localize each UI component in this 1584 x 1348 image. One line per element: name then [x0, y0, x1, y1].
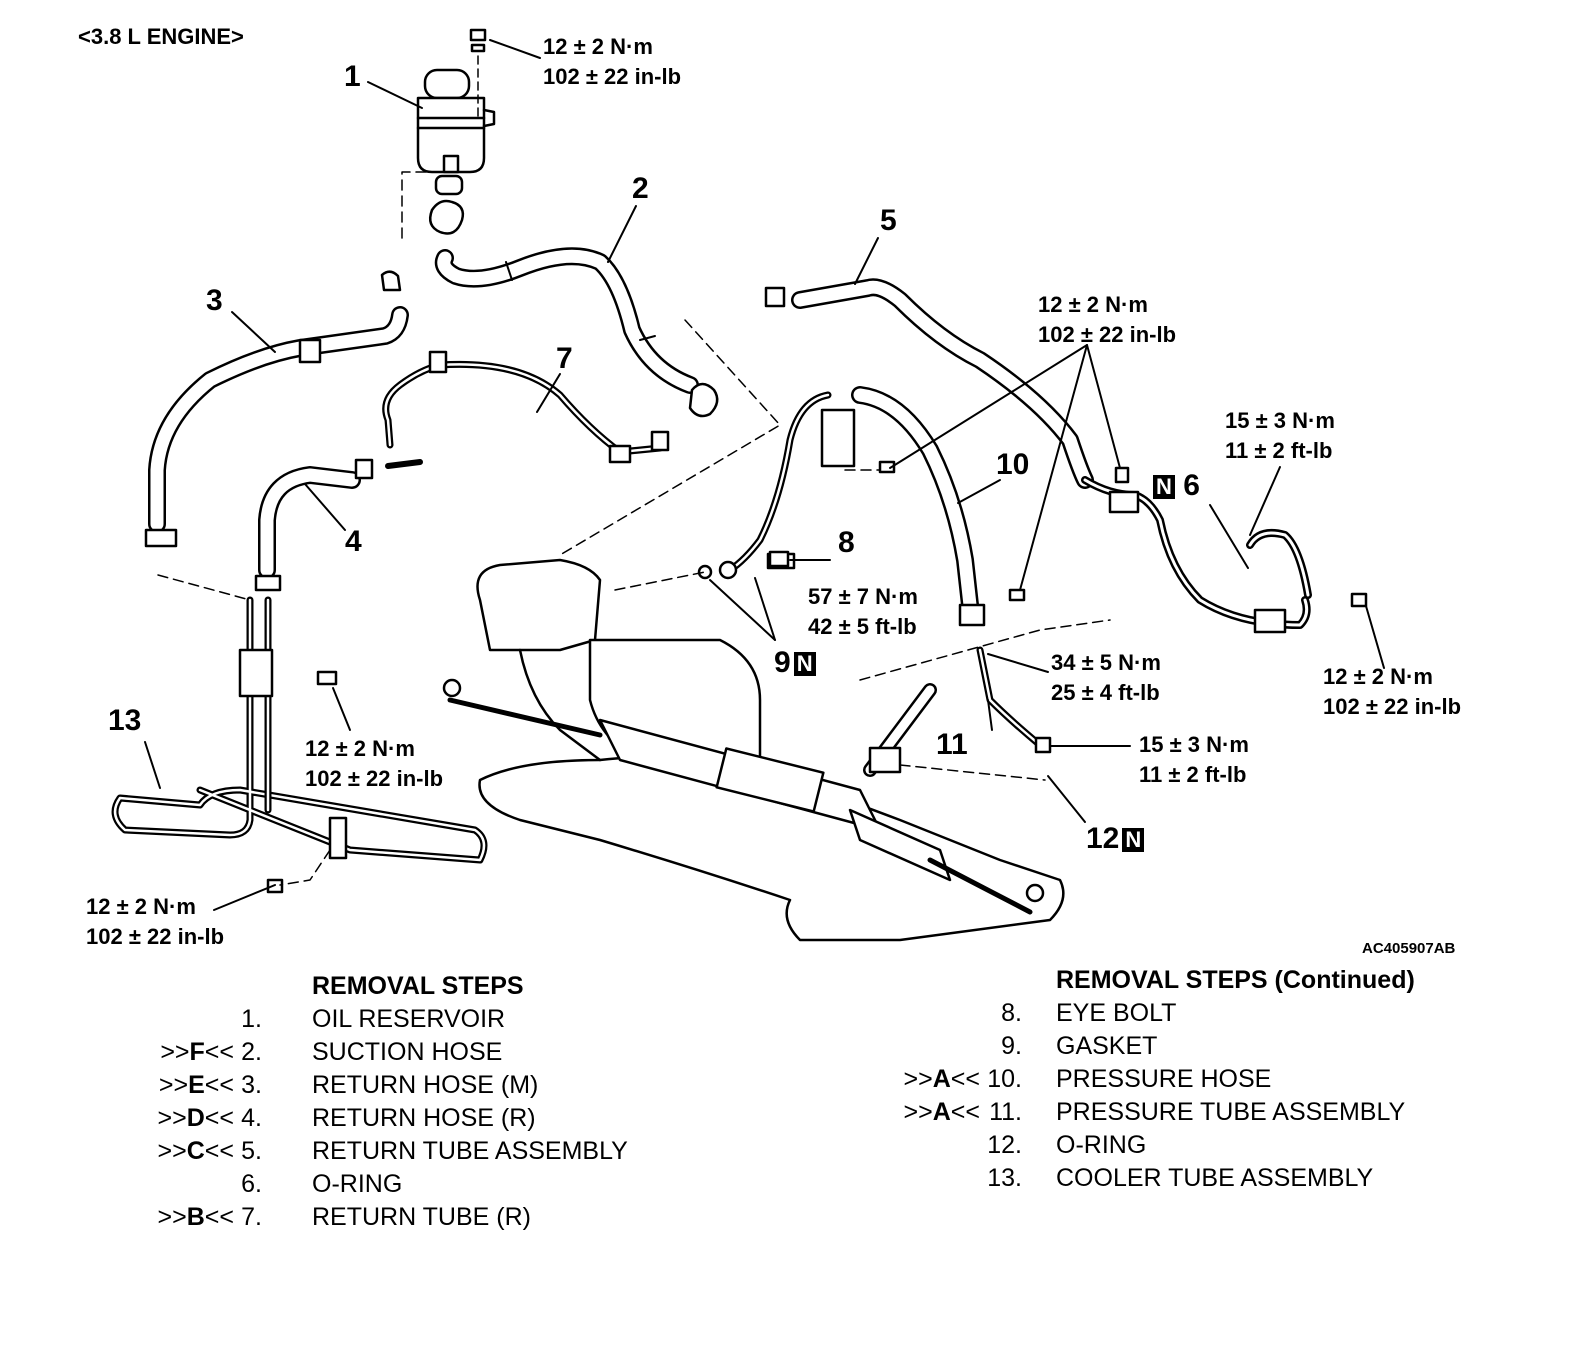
step-marker: >>D<< — [157, 1104, 234, 1132]
steering-gear-assembly — [442, 558, 1065, 942]
n-mark: N — [1122, 828, 1145, 853]
callout-3: 3 — [206, 284, 223, 317]
removal-step-row: 12. O-RING — [0, 1129, 1584, 1162]
step-marker: >>A<< — [903, 1098, 980, 1126]
figure-code: AC405907AB — [1362, 940, 1456, 957]
removal-step-row: >>B<<7. RETURN TUBE (R) — [0, 1201, 1584, 1234]
removal-step-row: >>D<<4. RETURN HOSE (R) — [0, 1102, 1584, 1135]
step-marker-letter: E — [188, 1071, 205, 1099]
return-hose-r-part — [254, 458, 423, 592]
pressure-tube-assembly-part — [976, 646, 1052, 754]
step-marker: >>E<< — [158, 1071, 234, 1099]
removal-steps-continued-title: REMOVAL STEPS (Continued) — [1056, 966, 1415, 994]
step-name: GASKET — [1056, 1032, 1158, 1060]
removal-step-row: >>A<< 11. PRESSURE TUBE ASSEMBLY — [0, 1096, 1584, 1129]
step-name: PRESSURE HOSE — [1056, 1065, 1272, 1093]
step-marker: >>F<< — [160, 1038, 234, 1066]
pressure-hose-part — [697, 386, 986, 627]
step-name: OIL RESERVOIR — [312, 1005, 506, 1033]
step-name: O-RING — [1056, 1131, 1147, 1159]
removal-step-row: 1. OIL RESERVOIR — [0, 1003, 1584, 1036]
oil-reservoir-part — [416, 28, 496, 235]
step-number: 11. — [989, 1098, 1022, 1126]
step-name: PRESSURE TUBE ASSEMBLY — [1056, 1098, 1406, 1126]
removal-step-row: >>C<<5. RETURN TUBE ASSEMBLY — [0, 1135, 1584, 1168]
step-number: 5. — [241, 1137, 262, 1165]
removal-steps-title: REMOVAL STEPS — [312, 972, 524, 1000]
step-number: 13. — [987, 1164, 1022, 1192]
step-marker-letter: F — [189, 1038, 205, 1066]
step-name: RETURN TUBE (R) — [312, 1203, 531, 1231]
callout-6: N 6 — [1150, 469, 1200, 503]
step-name: SUCTION HOSE — [312, 1038, 503, 1066]
callout-2: 2 — [632, 172, 649, 205]
removal-step-row: 9. GASKET — [0, 1030, 1584, 1063]
removal-step-row: >>F<<2. SUCTION HOSE — [0, 1036, 1584, 1069]
leader-lines — [144, 39, 1385, 911]
step-marker-letter: B — [186, 1203, 205, 1231]
step-number: 12. — [987, 1131, 1022, 1159]
callout-8: 8 — [838, 526, 855, 559]
callout-13: 13 — [108, 704, 142, 737]
return-hose-m-part — [144, 270, 409, 548]
step-marker: >>A<< — [903, 1065, 980, 1093]
step-marker-letter: A — [932, 1098, 951, 1126]
power-steering-exploded-diagram — [111, 28, 1385, 942]
cooler-tube-assembly-part — [111, 596, 488, 864]
bolts — [266, 460, 1368, 894]
return-tube-r-part — [382, 350, 670, 464]
removal-step-row: 13. COOLER TUBE ASSEMBLY — [0, 1162, 1584, 1195]
step-name: O-RING — [312, 1170, 403, 1198]
step-number: 3. — [241, 1071, 262, 1099]
step-marker: >>C<< — [157, 1137, 234, 1165]
step-name: COOLER TUBE ASSEMBLY — [1056, 1164, 1374, 1192]
step-marker-letter: C — [186, 1137, 205, 1165]
step-marker: >>B<< — [157, 1203, 234, 1231]
step-number: 8. — [1001, 999, 1022, 1027]
removal-step-row: 6. O-RING — [0, 1168, 1584, 1201]
step-number: 1. — [241, 1005, 262, 1033]
callout-10: 10 — [996, 448, 1030, 481]
assembly-dash-lines — [157, 171, 1111, 886]
n-mark: N — [793, 652, 816, 677]
step-number: 10. — [987, 1065, 1022, 1093]
removal-step-row: >>A<<10. PRESSURE HOSE — [0, 1063, 1584, 1096]
n-mark: N — [1153, 475, 1175, 500]
callout-5: 5 — [880, 204, 897, 237]
step-marker-letter: A — [932, 1065, 951, 1093]
return-tube-assembly-part — [764, 278, 1312, 634]
removal-step-row: 8. EYE BOLT — [0, 997, 1584, 1030]
step-number: 2. — [241, 1038, 262, 1066]
step-marker-letter: D — [186, 1104, 205, 1132]
step-number: 4. — [241, 1104, 262, 1132]
engine-label: <3.8 L ENGINE> — [78, 24, 244, 49]
suction-hose-part — [434, 247, 719, 418]
step-number: 6. — [241, 1170, 262, 1198]
step-name: EYE BOLT — [1056, 999, 1177, 1027]
step-name: RETURN HOSE (R) — [312, 1104, 536, 1132]
callout-7: 7 — [556, 342, 573, 375]
removal-step-row: >>E<<3. RETURN HOSE (M) — [0, 1069, 1584, 1102]
step-name: RETURN HOSE (M) — [312, 1071, 539, 1099]
callout-11: 11 — [936, 728, 968, 761]
step-name: RETURN TUBE ASSEMBLY — [312, 1137, 628, 1165]
callout-4: 4 — [345, 525, 362, 558]
step-number: 9. — [1001, 1032, 1022, 1060]
callout-1: 1 — [344, 60, 361, 93]
step-number: 7. — [241, 1203, 262, 1231]
